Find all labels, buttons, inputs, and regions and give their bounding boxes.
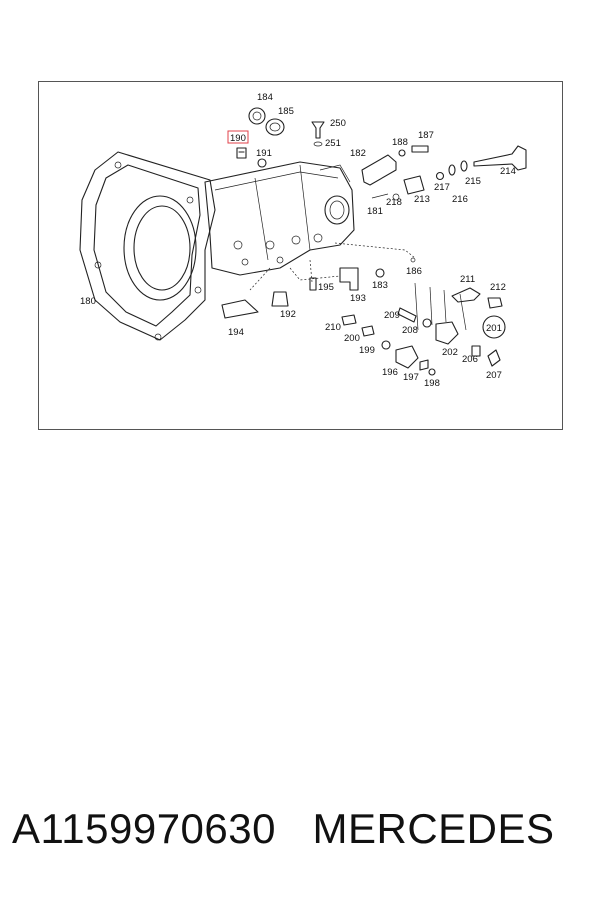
pan-194 xyxy=(221,299,259,319)
brand-name: MERCEDES xyxy=(312,805,555,852)
label-199: 199 xyxy=(359,345,375,356)
seal-199 xyxy=(381,340,391,350)
plug-192 xyxy=(271,291,289,307)
bush-213 xyxy=(403,175,425,195)
gear-202 xyxy=(435,321,459,345)
label-213: 213 xyxy=(414,194,430,205)
shaft-214 xyxy=(473,145,527,171)
label-198: 198 xyxy=(424,378,440,389)
label-200: 200 xyxy=(344,333,360,344)
label-180: 180 xyxy=(80,296,96,307)
label-214: 214 xyxy=(500,166,516,177)
cap-201 xyxy=(482,315,506,339)
label-211: 211 xyxy=(460,274,475,285)
bolt-212 xyxy=(487,297,503,309)
label-202: 202 xyxy=(442,347,458,358)
vent-250 xyxy=(311,121,325,139)
bracket-211 xyxy=(451,287,481,303)
extension-182 xyxy=(361,154,397,186)
label-194: 194 xyxy=(228,327,244,338)
product-caption: A1159970630 MERCEDES xyxy=(12,805,592,865)
nut-198 xyxy=(428,368,436,376)
label-185: 185 xyxy=(278,106,294,117)
transmission-case xyxy=(204,161,355,276)
label-217: 217 xyxy=(434,182,450,193)
label-188: 188 xyxy=(392,137,408,148)
label-208: 208 xyxy=(402,325,418,336)
label-197: 197 xyxy=(403,372,419,383)
bolt-210 xyxy=(341,314,357,326)
clip-197 xyxy=(419,359,429,371)
label-207: 207 xyxy=(486,370,502,381)
part-number: A1159970630 xyxy=(12,805,276,852)
label-182: 182 xyxy=(350,148,366,159)
bolt-190 xyxy=(236,147,247,159)
label-186: 186 xyxy=(406,266,422,277)
highlight-box-190 xyxy=(227,130,249,144)
label-184: 184 xyxy=(257,92,273,103)
bolt-206 xyxy=(471,345,481,357)
label-206: 206 xyxy=(462,354,478,365)
part-labels: 180 184 185 190 191 250 251 182 188 187 … xyxy=(80,92,516,389)
pin-200 xyxy=(361,325,375,337)
label-251: 251 xyxy=(325,138,341,149)
seal-184 xyxy=(248,107,266,125)
label-215: 215 xyxy=(465,176,481,187)
label-250: 250 xyxy=(330,118,346,129)
label-216: 216 xyxy=(452,194,468,205)
label-196: 196 xyxy=(382,367,398,378)
label-183: 183 xyxy=(372,280,388,291)
label-210: 210 xyxy=(325,322,341,333)
seal-208 xyxy=(422,318,432,328)
label-190: 190 xyxy=(230,133,246,144)
pin-195 xyxy=(309,277,317,291)
label-187: 187 xyxy=(418,130,434,141)
label-192: 192 xyxy=(280,309,296,320)
valve-193 xyxy=(339,267,359,291)
seal-185 xyxy=(265,118,285,136)
label-195: 195 xyxy=(318,282,334,293)
gear-196 xyxy=(395,345,419,369)
part-209 xyxy=(397,307,417,323)
label-212: 212 xyxy=(490,282,506,293)
label-218: 218 xyxy=(386,197,402,208)
label-181: 181 xyxy=(367,206,383,217)
washer-191 xyxy=(257,158,267,168)
label-191: 191 xyxy=(256,148,272,159)
label-209: 209 xyxy=(384,310,400,321)
label-201: 201 xyxy=(486,323,502,334)
clip-207 xyxy=(487,349,501,367)
bell-housing xyxy=(79,151,216,341)
label-193: 193 xyxy=(350,293,366,304)
